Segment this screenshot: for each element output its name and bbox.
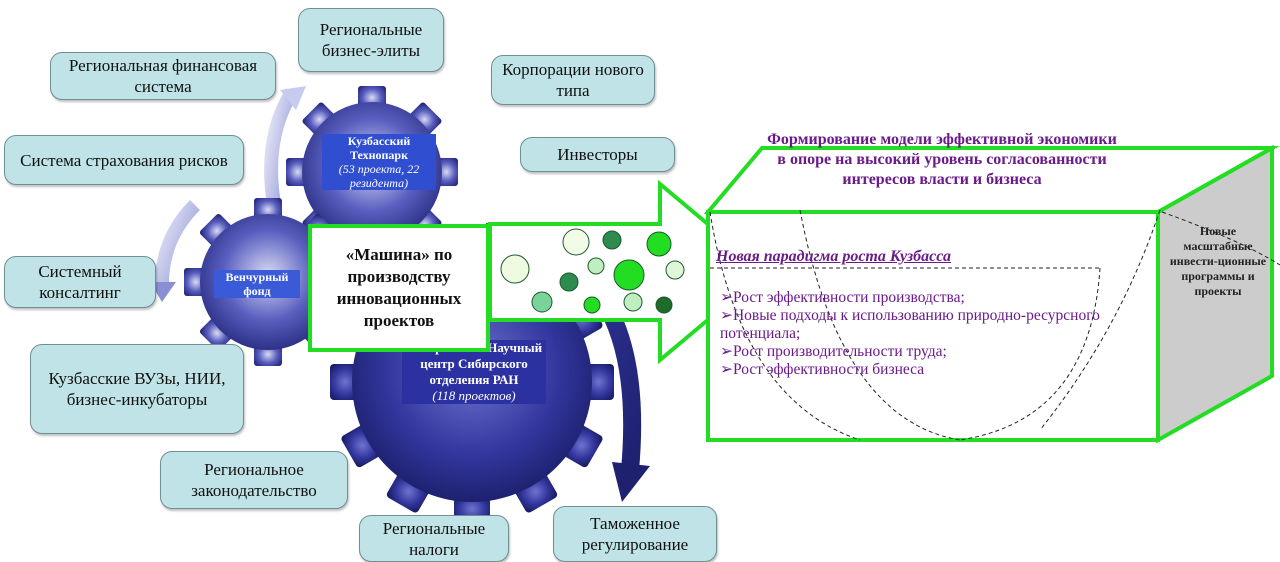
dashed-arc — [1039, 209, 1161, 431]
bubble — [655, 296, 673, 314]
dashed-arc — [709, 211, 861, 441]
paradigm-bullets: ➢Рост эффективности производства; ➢Новые… — [720, 289, 1160, 379]
technopark-label: Кузбасский Технопарк (53 проекта, 22 рез… — [322, 134, 436, 190]
cube-front — [706, 210, 1160, 442]
box-investors: Инвесторы — [520, 137, 675, 172]
bubble — [613, 259, 645, 291]
bubble — [623, 292, 643, 312]
bubble — [531, 291, 553, 313]
box-regional-financial-system: Региональная финансовая система — [50, 52, 276, 100]
curved-arrow-left — [154, 200, 201, 291]
machine-label: «Машина» по производству инновационных п… — [308, 224, 490, 352]
bubble — [559, 272, 579, 292]
bubble — [562, 228, 590, 256]
dashed-arc — [959, 267, 1101, 441]
bullet-item: ➢Новые подходы к использованию природно-… — [720, 307, 1100, 342]
curved-arrow-up-head — [280, 86, 306, 110]
bubble — [587, 257, 605, 275]
curved-arrow-big-head — [612, 462, 650, 502]
box-systemic-consulting: Системный консалтинг — [4, 256, 156, 308]
bullet-item: ➢Рост производительности труда; — [720, 343, 947, 360]
dashed-arc — [799, 209, 961, 441]
technopark-title: Кузбасский Технопарк — [347, 134, 411, 162]
bubble — [602, 230, 622, 250]
bubble — [500, 254, 530, 284]
bubble — [665, 260, 685, 280]
bullet-item: ➢Рост эффективности производства; — [720, 289, 965, 306]
bubble — [583, 296, 601, 314]
box-regional-business-elites: Региональные бизнес-элиты — [298, 8, 444, 72]
paradigm-heading: Новая парадигма роста Кузбасса — [716, 248, 951, 265]
bubbles — [500, 228, 685, 314]
technopark-stats: (53 проекта, 22 резидента) — [338, 162, 420, 190]
bullet-item: ➢Рост эффективности бизнеса — [720, 361, 925, 378]
curved-arrow-left-head — [150, 282, 176, 302]
bubble — [646, 231, 672, 257]
box-regional-taxes: Региональные налоги — [359, 515, 509, 562]
box-new-type-corporations: Корпорации нового типа — [491, 55, 655, 105]
curved-arrow-up — [264, 88, 299, 212]
venture-fund-label: Венчурный фонд — [214, 270, 300, 298]
box-customs-regulation: Таможенное регулирование — [553, 506, 717, 562]
cube-title: Формирование модели эффективной экономик… — [767, 131, 1117, 188]
box-risk-insurance: Система страхования рисков — [4, 135, 244, 185]
box-universities: Кузбасские ВУЗы, НИИ, бизнес-инкубаторы — [30, 344, 244, 434]
cube-side-text: Новые масштабные инвести-ционные програм… — [1169, 224, 1267, 298]
box-regional-legislation: Региональное законодательство — [160, 451, 348, 509]
dashed-arc — [1161, 211, 1280, 266]
science-center-stats: (118 проектов) — [432, 388, 516, 403]
